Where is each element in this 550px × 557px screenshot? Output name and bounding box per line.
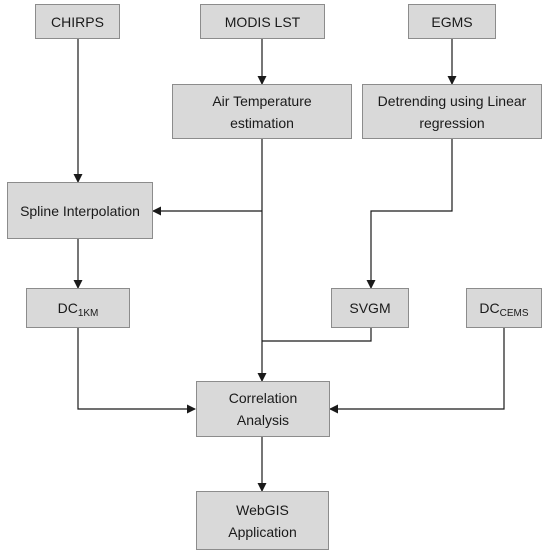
spline-interpolation-box: Spline Interpolation [7,182,153,239]
egms-label: EGMS [431,13,473,30]
arrow-detrending-to-svgm [366,139,453,289]
egms-box: EGMS [408,4,496,39]
air-temperature-box: Air Temperature estimation [172,84,352,139]
correlation-analysis-box: Correlation Analysis [196,381,330,437]
dc-cems-subscript: CEMS [499,308,529,319]
detrending-box: Detrending using Linear regression [362,84,542,139]
modis-lst-label: MODIS LST [224,13,301,30]
dc-cems-box: DCCEMS [466,288,542,328]
air-temperature-line1: Air Temperature [212,92,312,109]
correlation-line2: Analysis [236,412,290,428]
svgm-box: SVGM [331,288,409,328]
webgis-line2: Application [228,523,297,540]
detrending-line1: Detrending using Linear [377,92,527,109]
spline-interpolation-label: Spline Interpolation [20,202,140,219]
modis-lst-box: MODIS LST [200,4,325,39]
webgis-line1: WebGIS [236,501,289,518]
dc-1km-base: DC [57,300,78,316]
dc-1km-subscript: 1KM [77,308,99,319]
dc-cems-label: DCCEMS [479,297,528,319]
chirps-box: CHIRPS [35,4,120,39]
correlation-line1: Correlation [228,390,298,406]
dc-1km-box: DC1KM [26,288,130,328]
detrending-line2: regression [419,114,485,131]
arrow-dccems-to-correlation [329,328,505,414]
air-temperature-line2: estimation [230,114,294,131]
svgm-label: SVGM [349,300,391,316]
dc-cems-base: DC [479,300,500,316]
dc-1km-label: DC1KM [58,297,99,319]
webgis-application-box: WebGIS Application [196,491,329,550]
chirps-label: CHIRPS [51,13,104,30]
arrow-dc1km-to-correlation [77,328,196,414]
line-svgm-to-junction [262,328,372,342]
